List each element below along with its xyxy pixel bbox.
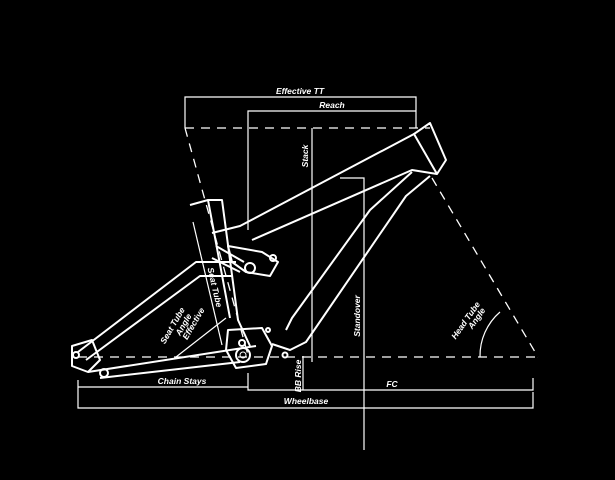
rear-shock: [211, 245, 245, 273]
fc-dimension: [247, 373, 534, 391]
pivot-rocker: [269, 254, 277, 262]
reach-label: Reach: [319, 100, 345, 110]
frame-bolt: [265, 327, 271, 333]
head-angle-dashed: [431, 177, 539, 358]
wheelbase-label: Wheelbase: [284, 396, 329, 406]
bike-frame: [71, 122, 447, 379]
labels: Effective TT Reach Stack Seat Tube Seat …: [158, 86, 488, 406]
chain-stay: [87, 345, 257, 379]
dimension-lines: [77, 96, 534, 450]
bottom-bracket-area: [225, 327, 273, 369]
seat-stay: [77, 261, 236, 361]
stack-label: Stack: [300, 143, 310, 167]
seat-tube: [189, 199, 251, 347]
top-tube: [211, 133, 438, 241]
pivot-main: [244, 262, 256, 274]
dropout-bolt: [72, 351, 80, 359]
fc-label: FC: [386, 379, 398, 389]
rear-dropout: [71, 339, 101, 373]
standover-dimension: [340, 177, 365, 450]
effective-tt-dimension: [184, 96, 417, 128]
reach-dimension: [247, 110, 416, 230]
pivot-bb-inner: [239, 351, 247, 359]
head-angle-arc: [479, 311, 501, 358]
seat-tube-angle-line: [175, 317, 227, 358]
wheelbase-dimension: [77, 380, 534, 409]
rear-axle: [99, 368, 109, 378]
pivot-chainstay: [238, 339, 246, 347]
head-tube: [413, 122, 447, 175]
effective-tt-label: Effective TT: [276, 86, 325, 96]
down-tube: [271, 171, 431, 351]
bb-rise-label: BB Rise: [293, 359, 303, 392]
pivot-bb: [235, 347, 251, 363]
standover-label: Standover: [352, 295, 362, 337]
cable-port: [281, 351, 289, 359]
chain-stays-label: Chain Stays: [158, 376, 207, 386]
